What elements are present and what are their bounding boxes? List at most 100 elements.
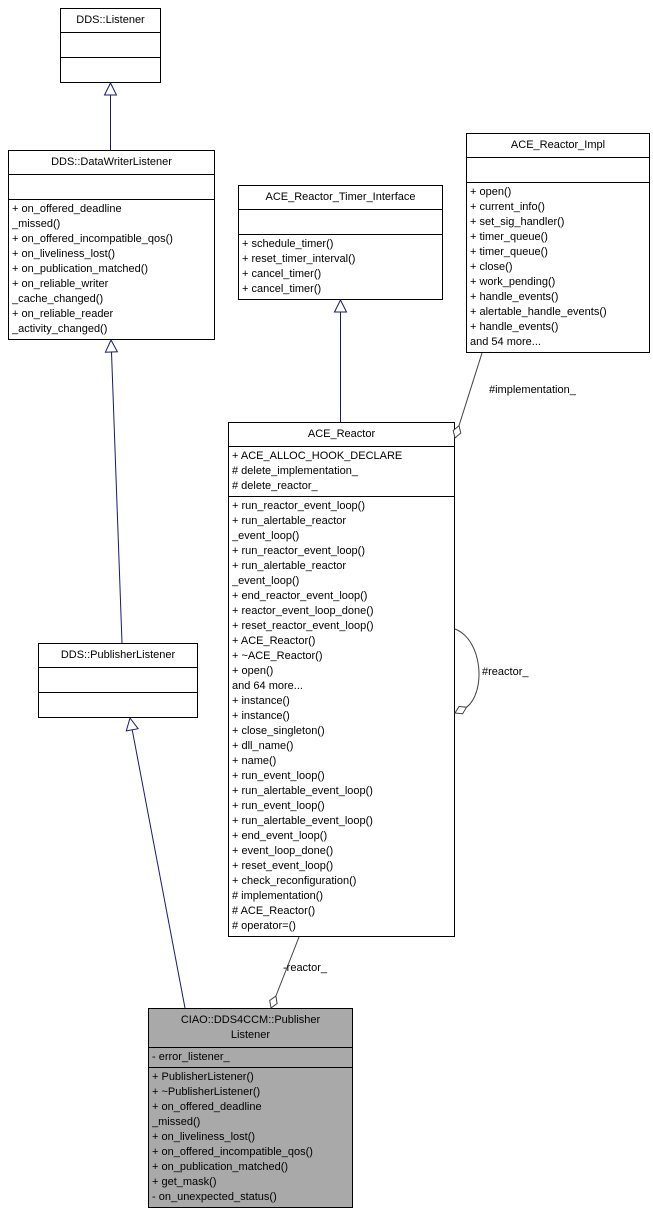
member-line: + run_alertable_event_loop() [232, 815, 373, 827]
class-node-ace-reactor[interactable]: ACE_Reactor + ACE_ALLOC_HOOK_DECLARE # de… [228, 422, 455, 937]
class-node-ace-reactor-impl[interactable]: ACE_Reactor_Impl + open() + current_info(… [466, 133, 650, 353]
member-line: + ACE_ALLOC_HOOK_DECLARE [232, 450, 403, 462]
member-line: # delete_reactor_ [232, 480, 318, 492]
member-line: + on_offered_incompatible_qos() [152, 1146, 313, 1158]
member-line: # operator=() [232, 920, 296, 932]
attributes-section [9, 174, 214, 199]
member-line: and 54 more... [470, 336, 541, 348]
class-node-ace-reactor-timer-interface[interactable]: ACE_Reactor_Timer_Interface + schedule_t… [238, 185, 443, 300]
member-line: + instance() [232, 710, 290, 722]
member-line: + name() [232, 755, 277, 767]
methods-section: + run_reactor_event_loop() + run_alertabl… [229, 496, 454, 936]
member-line: + on_reliable_reader [12, 308, 114, 320]
member-line: + on_offered_deadline [152, 1101, 262, 1113]
member-line: # implementation() [232, 890, 324, 902]
usage-edge-reactor-self-loop [454, 628, 480, 715]
member-line: + handle_events() [470, 321, 559, 333]
member-line: + timer_queue() [470, 231, 548, 243]
member-line: + dll_name() [232, 740, 294, 752]
attributes-section [467, 157, 649, 182]
member-line: + on_publication_matched() [152, 1161, 289, 1173]
inheritance-edge-ciao-publisherlistener-to-publisherlistener [125, 716, 186, 1009]
member-line: # delete_implementation_ [232, 465, 358, 477]
member-line: + get_mask() [152, 1176, 217, 1188]
methods-section: + PublisherListener() + ~PublisherListene… [149, 1067, 352, 1207]
class-node-dds-publisherlistener[interactable]: DDS::PublisherListener [38, 643, 198, 718]
member-line: + cancel_timer() [242, 268, 322, 280]
edge-label-reactor-self: #reactor_ [482, 666, 529, 678]
member-line: - on_unexpected_status() [152, 1191, 277, 1203]
class-title: DDS::Listener [76, 14, 145, 26]
class-node-dds-listener[interactable]: DDS::Listener [60, 8, 161, 83]
member-line: + reset_reactor_event_loop() [232, 620, 374, 632]
attributes-section: - error_listener_ [149, 1047, 352, 1067]
member-line: _event_loop() [232, 530, 300, 542]
class-node-dds-datawriterlistener[interactable]: DDS::DataWriterListener + on_offered_dea… [8, 150, 215, 340]
member-line: + reset_timer_interval() [242, 253, 356, 265]
class-title: DDS::DataWriterListener [51, 156, 172, 168]
member-line: + run_alertable_reactor [232, 560, 347, 572]
member-line: + run_alertable_reactor [232, 515, 347, 527]
member-line: + timer_queue() [470, 246, 548, 258]
member-line: + on_liveliness_lost() [152, 1131, 256, 1143]
member-line: + reactor_event_loop_done() [232, 605, 374, 617]
member-line: + on_liveliness_lost() [12, 248, 116, 260]
methods-section: + on_offered_deadline _missed() + on_offer… [9, 199, 214, 339]
member-line: + end_event_loop() [232, 830, 328, 842]
member-line: + close() [470, 261, 513, 273]
member-line: + set_sig_handler() [470, 216, 565, 228]
class-node-ciao-dds4ccm-publisherlistener[interactable]: CIAO::DDS4CCM::Publisher Listener - erro… [148, 1008, 353, 1208]
inheritance-edge-publisherlistener-to-datawriterlistener [104, 338, 123, 644]
class-title: ACE_Reactor [307, 428, 376, 440]
member-line: + PublisherListener() [152, 1071, 254, 1083]
attributes-section [239, 209, 442, 234]
member-line: _activity_changed() [12, 323, 108, 335]
member-line: + run_alertable_event_loop() [232, 785, 373, 797]
inheritance-edge-ace-reactor-to-timer-interface [333, 298, 348, 422]
member-line: + on_publication_matched() [12, 263, 149, 275]
member-line: _missed() [12, 218, 61, 230]
member-line: _cache_changed() [12, 293, 104, 305]
member-line: + event_loop_done() [232, 845, 334, 857]
member-line: + instance() [232, 695, 290, 707]
attributes-section: + ACE_ALLOC_HOOK_DECLARE # delete_impleme… [229, 446, 454, 496]
methods-section: + open() + current_info() + set_sig_handle… [467, 182, 649, 352]
member-line: + on_offered_incompatible_qos() [12, 233, 173, 245]
member-line: # ACE_Reactor() [232, 905, 316, 917]
class-title: CIAO::DDS4CCM::Publisher Listener [180, 1014, 321, 1041]
methods-section [39, 692, 197, 717]
methods-section [61, 57, 160, 82]
member-line: _event_loop() [232, 575, 300, 587]
member-line: + alertable_handle_events() [470, 306, 607, 318]
methods-section: + schedule_timer() + reset_timer_interval… [239, 234, 442, 299]
member-line: + ~ACE_Reactor() [232, 650, 323, 662]
member-line: + on_offered_deadline [12, 203, 122, 215]
edge-label-reactor: -reactor_ [283, 962, 328, 974]
member-line: + run_event_loop() [232, 800, 325, 812]
member-line: + run_event_loop() [232, 770, 325, 782]
member-line: + check_reconfiguration() [232, 875, 357, 887]
member-line: + run_reactor_event_loop() [232, 545, 365, 557]
attributes-section [39, 667, 197, 692]
attributes-section [61, 32, 160, 57]
edge-label-implementation: #implementation_ [489, 384, 576, 396]
member-line: + open() [470, 186, 512, 198]
class-title: ACE_Reactor_Timer_Interface [265, 191, 416, 203]
member-line: and 64 more... [232, 680, 303, 692]
member-line: _missed() [152, 1116, 201, 1128]
member-line: + run_reactor_event_loop() [232, 500, 365, 512]
member-line: + end_reactor_event_loop() [232, 590, 368, 602]
member-line: + ~PublisherListener() [152, 1086, 261, 1098]
member-line: + open() [232, 665, 274, 677]
member-line: - error_listener_ [152, 1051, 230, 1063]
member-line: + reset_event_loop() [232, 860, 334, 872]
member-line: + current_info() [470, 201, 545, 213]
member-line: + schedule_timer() [242, 238, 334, 250]
member-line: + cancel_timer() [242, 283, 322, 295]
member-line: + work_pending() [470, 276, 556, 288]
member-line: + close_singleton() [232, 725, 325, 737]
class-title: DDS::PublisherListener [60, 649, 176, 661]
class-title: ACE_Reactor_Impl [510, 139, 606, 151]
member-line: + on_reliable_writer [12, 278, 109, 290]
